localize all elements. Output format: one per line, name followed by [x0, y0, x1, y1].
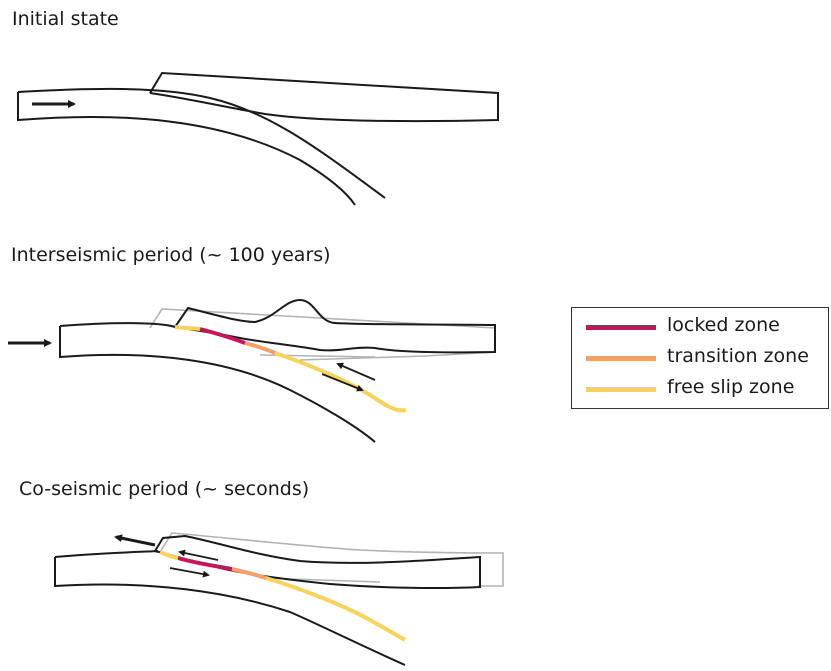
legend-item-transition: transition zone	[572, 345, 828, 371]
free-slip-zone-segment	[174, 325, 407, 413]
locked-zone-segment	[177, 556, 233, 571]
legend-label: free slip zone	[667, 376, 795, 398]
panel-title-initial: Initial state	[12, 8, 119, 30]
panel-title-interseismic: Interseismic period (~ 100 years)	[11, 244, 331, 266]
slip-arrow-icon	[178, 549, 219, 561]
legend-item-free-slip: free slip zone	[572, 376, 828, 402]
subducting-plate	[54, 550, 406, 666]
subducting-plate	[59, 322, 376, 443]
slip-arrow-icon	[169, 567, 210, 578]
legend-item-locked: locked zone	[572, 314, 828, 340]
locked-zone-swatch	[586, 325, 656, 330]
free-slip-zone-segment	[159, 550, 406, 642]
subducting-plate	[17, 87, 386, 206]
locked-zone-segment	[199, 327, 246, 345]
rebound-arrow-icon	[114, 534, 156, 547]
initial-state-panel	[17, 71, 499, 206]
transition-zone-swatch	[586, 356, 656, 361]
deformed-overriding-plate	[174, 298, 496, 354]
coseismic-panel	[54, 532, 504, 666]
transition-zone-segment	[244, 341, 276, 355]
free-slip-zone-swatch	[586, 387, 656, 392]
slip-arrow-icon	[336, 362, 376, 381]
legend-label: transition zone	[667, 345, 809, 367]
overriding-plate	[149, 71, 499, 123]
legend: locked zone transition zone free slip zo…	[571, 307, 829, 409]
panel-title-coseismic: Co-seismic period (~ seconds)	[19, 478, 310, 500]
slip-arrow-icon	[321, 373, 364, 392]
transition-zone-segment	[231, 567, 267, 580]
interseismic-panel	[8, 298, 496, 443]
legend-label: locked zone	[667, 314, 780, 336]
